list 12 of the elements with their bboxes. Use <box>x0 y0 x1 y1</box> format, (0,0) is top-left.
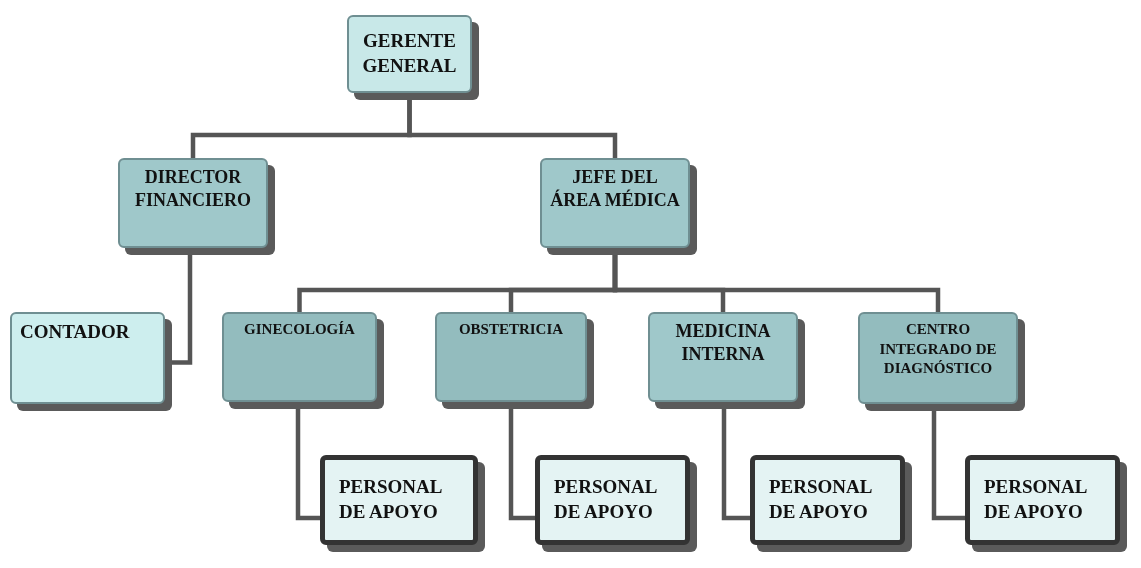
box-label: GINECOLOGÍA <box>244 320 355 339</box>
box-label: OBSTETRICIA <box>458 320 564 339</box>
box-label: CENTRO INTEGRADO DE DIAGNÓSTICO <box>878 320 998 378</box>
box-label: PERSONAL DE APOYO <box>984 475 1088 524</box>
box-label: MEDICINA INTERNA <box>674 320 772 367</box>
box-label: PERSONAL DE APOYO <box>339 475 443 524</box>
box-label: PERSONAL DE APOYO <box>769 475 873 524</box>
box-label: JEFE DEL ÁREA MÉDICA <box>549 166 681 213</box>
box-label: DIRECTOR FINANCIERO <box>134 166 252 213</box>
box-label: PERSONAL DE APOYO <box>554 475 658 524</box>
box-label: CONTADOR <box>20 320 130 344</box>
box-label: GERENTE GENERAL <box>361 29 458 78</box>
